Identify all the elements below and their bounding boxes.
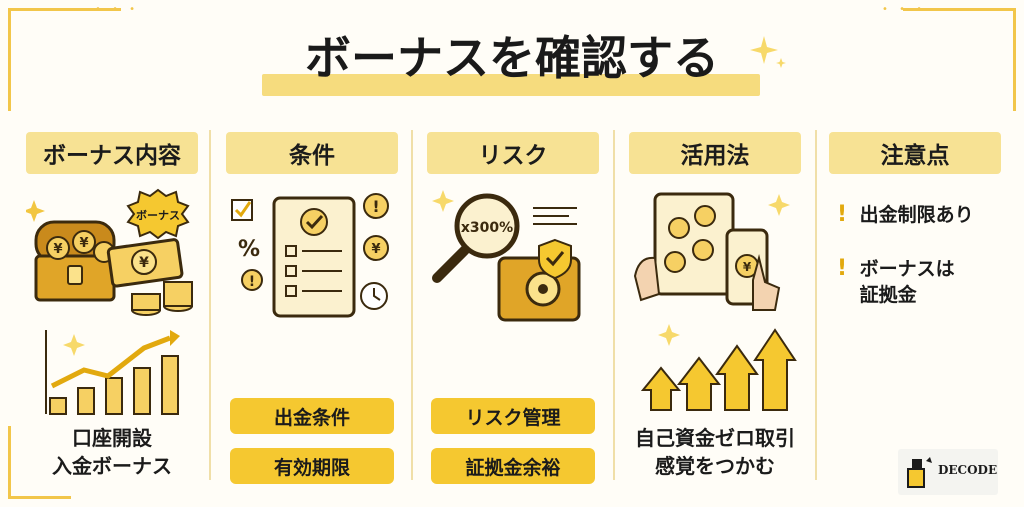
svg-text:%: %: [238, 237, 260, 262]
caution-note-withdrawal-limit: ! 出金制限あり: [837, 202, 1009, 228]
caution-note-bonus-margin: ! ボーナスは 証拠金: [837, 256, 1009, 308]
column-separator: [613, 130, 615, 480]
column-risk: リスク x300% リスク管理 証拠金余裕: [427, 132, 599, 492]
frame-corner-bottom-left: [8, 426, 71, 499]
frame-corner-top-right: [903, 8, 1016, 111]
decor-dots: • • •: [882, 4, 927, 15]
column-separator: [411, 130, 413, 480]
svg-text:¥: ¥: [371, 242, 380, 257]
column-conditions: 条件 % ! ! ¥ 出金条件 有効期限: [226, 132, 398, 492]
column-heading: ボーナス内容: [26, 132, 198, 174]
page-title: ボーナスを確認する: [305, 31, 719, 85]
sparkle-icon: [750, 36, 786, 68]
title-area: ボーナスを確認する: [0, 28, 1024, 88]
column-separator: [209, 130, 211, 480]
column-usage: 活用法 ¥ 自己資金ゼロ取引 感覚をつかむ: [629, 132, 801, 492]
svg-text:¥: ¥: [53, 242, 62, 257]
caption-line-2: 感覚をつかむ: [655, 454, 775, 478]
logo-text: DECODE: [938, 463, 998, 477]
bonus-badge-label: ボーナス: [136, 208, 180, 222]
exclamation-icon: !: [837, 256, 848, 281]
svg-text:!: !: [249, 274, 255, 290]
decor-dots: • • •: [95, 4, 140, 15]
caption-line-2: 入金ボーナス: [52, 454, 172, 478]
growth-bar-chart-icon: [45, 330, 180, 415]
decode-logo: DECODE: [898, 449, 998, 495]
caption-line-1: 自己資金ゼロ取引: [635, 426, 795, 450]
tablet-phone-arrows-icon: ¥: [633, 192, 797, 411]
frame-corner-top-left: [8, 8, 121, 111]
conditions-pill-withdrawal: 出金条件: [230, 398, 394, 434]
column-bonus-content: ボーナス内容 ¥ ¥ ¥ ボーナス 口座開設 入金ボーナス: [26, 132, 198, 492]
risk-pill-margin: 証拠金余裕: [431, 448, 595, 484]
title-highlight: [262, 74, 760, 96]
note-line: 証拠金: [859, 284, 917, 306]
caption-line-1: 口座開設: [72, 426, 152, 450]
column-heading: リスク: [427, 132, 599, 174]
column-heading: 活用法: [629, 132, 801, 174]
column-heading: 注意点: [829, 132, 1001, 174]
treasure-chest-icon: ¥ ¥ ¥ ボーナス: [26, 188, 193, 316]
conditions-pill-expiry: 有効期限: [230, 448, 394, 484]
risk-pill-management: リスク管理: [431, 398, 595, 434]
column-separator: [815, 130, 817, 480]
checklist-scroll-icon: % ! ! ¥: [231, 193, 389, 318]
column-caution: 注意点 ! 出金制限あり ! ボーナスは 証拠金: [829, 132, 1001, 492]
multiplier-label: x300%: [461, 220, 513, 236]
note-line: 出金制限あり: [859, 204, 974, 226]
svg-text:!: !: [372, 197, 379, 216]
svg-text:¥: ¥: [79, 236, 88, 251]
svg-text:¥: ¥: [743, 260, 752, 274]
logo-figure-icon: [907, 457, 932, 488]
magnifier-safe-icon: x300%: [432, 190, 581, 322]
exclamation-icon: !: [837, 202, 848, 227]
column-heading: 条件: [226, 132, 398, 174]
note-line: ボーナスは: [859, 258, 955, 280]
svg-text:¥: ¥: [139, 255, 149, 271]
